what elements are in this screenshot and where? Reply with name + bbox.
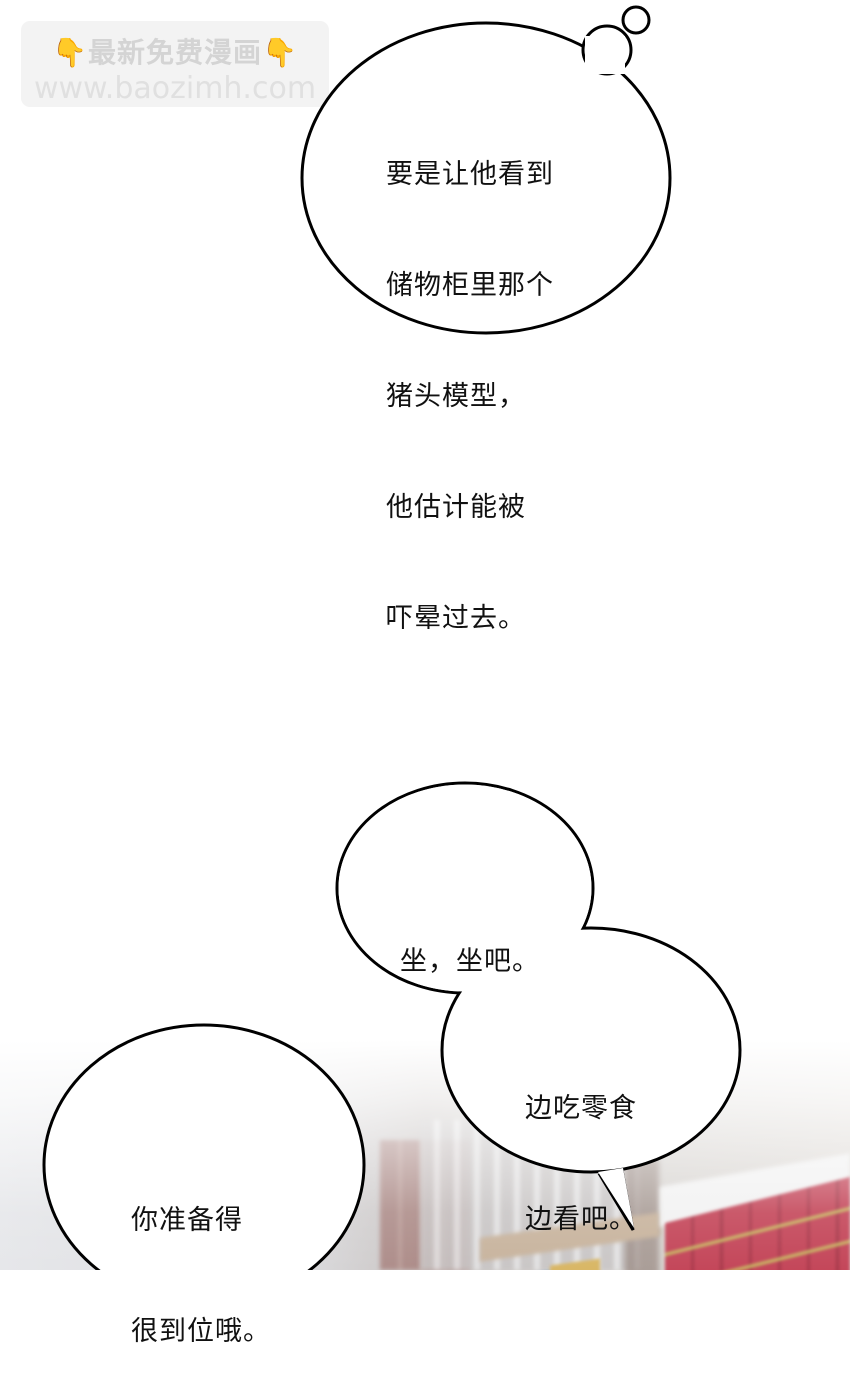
speech-bubble-prepared-shape [42,1023,366,1270]
watermark-title: 最新免费漫画 [87,36,262,69]
text-line: 他估计能被 [386,492,526,523]
watermark-url: www.baozimh.com [33,71,317,106]
thought-bubble-shape [300,5,672,335]
text-line: 坐，坐吧。 [400,946,540,977]
text-line: 边吃零食 [525,1093,637,1124]
speech-bubble-snack-text: 边吃零食 边看吧。 [525,1016,637,1275]
thought-bubble-text: 要是让他看到 储物柜里那个 猪头模型， 他估计能被 吓晕过去。 [386,82,554,674]
watermark-banner[interactable]: 👇最新免费漫画👇 www.baozimh.com [21,21,329,107]
watermark-title-row: 👇最新免费漫画👇 [21,31,329,71]
speech-bubble-prepared-text: 你准备得 很到位哦。 [131,1128,271,1387]
text-line: 储物柜里那个 [386,270,554,301]
text-line: 猪头模型， [386,381,526,412]
speech-bubble-snack-shape [440,926,742,1231]
pointing-down-hand-icon: 👇 [262,36,298,69]
text-line: 很到位哦。 [131,1316,271,1347]
speech-bubbles-layer [42,5,742,1270]
speech-bubble-sit-text: 坐，坐吧。 [400,869,540,1017]
text-line: 边看吧。 [525,1204,637,1235]
text-line: 要是让他看到 [386,159,554,190]
text-line: 你准备得 [131,1205,243,1236]
text-line: 吓晕过去。 [386,603,526,634]
pointing-down-hand-icon: 👇 [52,36,88,69]
